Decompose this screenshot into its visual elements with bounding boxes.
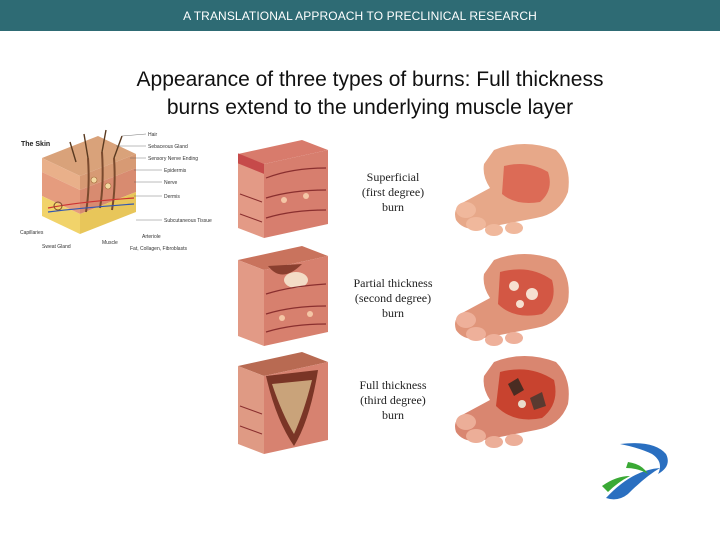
hand-illustration-partial-thickness [455,254,569,346]
label-epidermis: Epidermis [164,168,187,174]
burn-section-partial-thickness: Partial thickness (second degree) burn [232,240,592,352]
label-sweat-gland: Sweat Gland [42,244,71,250]
burn-label-superficial: Superficial (first degree) burn [340,170,446,215]
burn-label-line-3: burn [382,408,404,422]
header-bar: A TRANSLATIONAL APPROACH TO PRECLINICAL … [0,0,720,31]
skin-layer-illustration-full [238,352,328,454]
burn-label-partial-thickness: Partial thickness (second degree) burn [340,276,446,321]
skin-layer-illustration-superficial [238,140,328,238]
burn-label-line-2: (third degree) [360,393,426,407]
label-subcutaneous-tissue: Subcutaneous Tissue [164,218,212,224]
burn-label-line-1: Full thickness [359,378,427,392]
burn-label-full-thickness: Full thickness (third degree) burn [340,378,446,423]
burn-label-line-2: (second degree) [354,291,432,305]
burn-section-superficial: Superficial (first degree) burn [232,132,592,244]
label-capillaries: Capillaries [20,230,44,236]
label-hair: Hair [148,132,158,138]
label-fat-collagen: Fat, Collagen, Fibroblasts [130,246,187,252]
organization-logo [602,443,668,500]
slide-title-line-2: burns extend to the underlying muscle la… [166,96,574,119]
burn-label-line-2: (first degree) [361,185,425,199]
burn-label-line-3: burn [382,306,404,320]
slide-title-line-1: Appearance of three types of burns: Full… [136,68,604,91]
skin-cross-section-diagram: The Skin Hair Sebaceous Gland S [20,129,212,252]
label-sebaceous-gland: Sebaceous Gland [148,144,188,150]
burn-label-line-1: Superficial [366,170,420,184]
slide-title: Appearance of three types of burns: Full… [60,66,680,122]
hand-illustration-full-thickness [455,356,569,448]
burn-section-full-thickness: Full thickness (third degree) burn [232,346,592,458]
label-nerve: Nerve [164,180,178,186]
skin-block-illustration [42,129,136,234]
label-arteriole: Arteriole [142,234,161,240]
header-text: A TRANSLATIONAL APPROACH TO PRECLINICAL … [183,9,537,23]
skin-diagram-title: The Skin [21,141,50,148]
label-sensory-nerve-ending: Sensory Nerve Ending [148,156,198,162]
skin-layer-illustration-partial [238,246,328,346]
label-muscle: Muscle [102,240,118,246]
hand-illustration-superficial [455,144,569,236]
skin-label-leaders [116,133,162,221]
burn-label-line-3: burn [382,200,404,214]
label-dermis: Dermis [164,194,180,200]
burn-label-line-1: Partial thickness [353,276,433,290]
